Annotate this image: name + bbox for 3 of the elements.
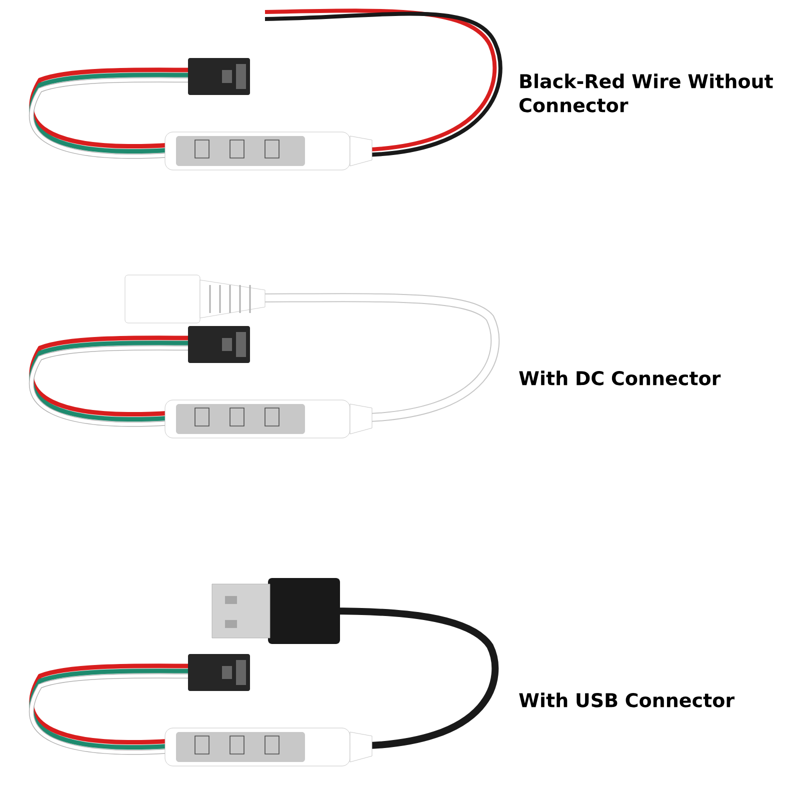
caption-text: With DC Connector [519,370,721,386]
caption-text: With USB Connector [519,692,735,708]
caption-text: Black-Red Wire Without Connector [519,74,773,112]
